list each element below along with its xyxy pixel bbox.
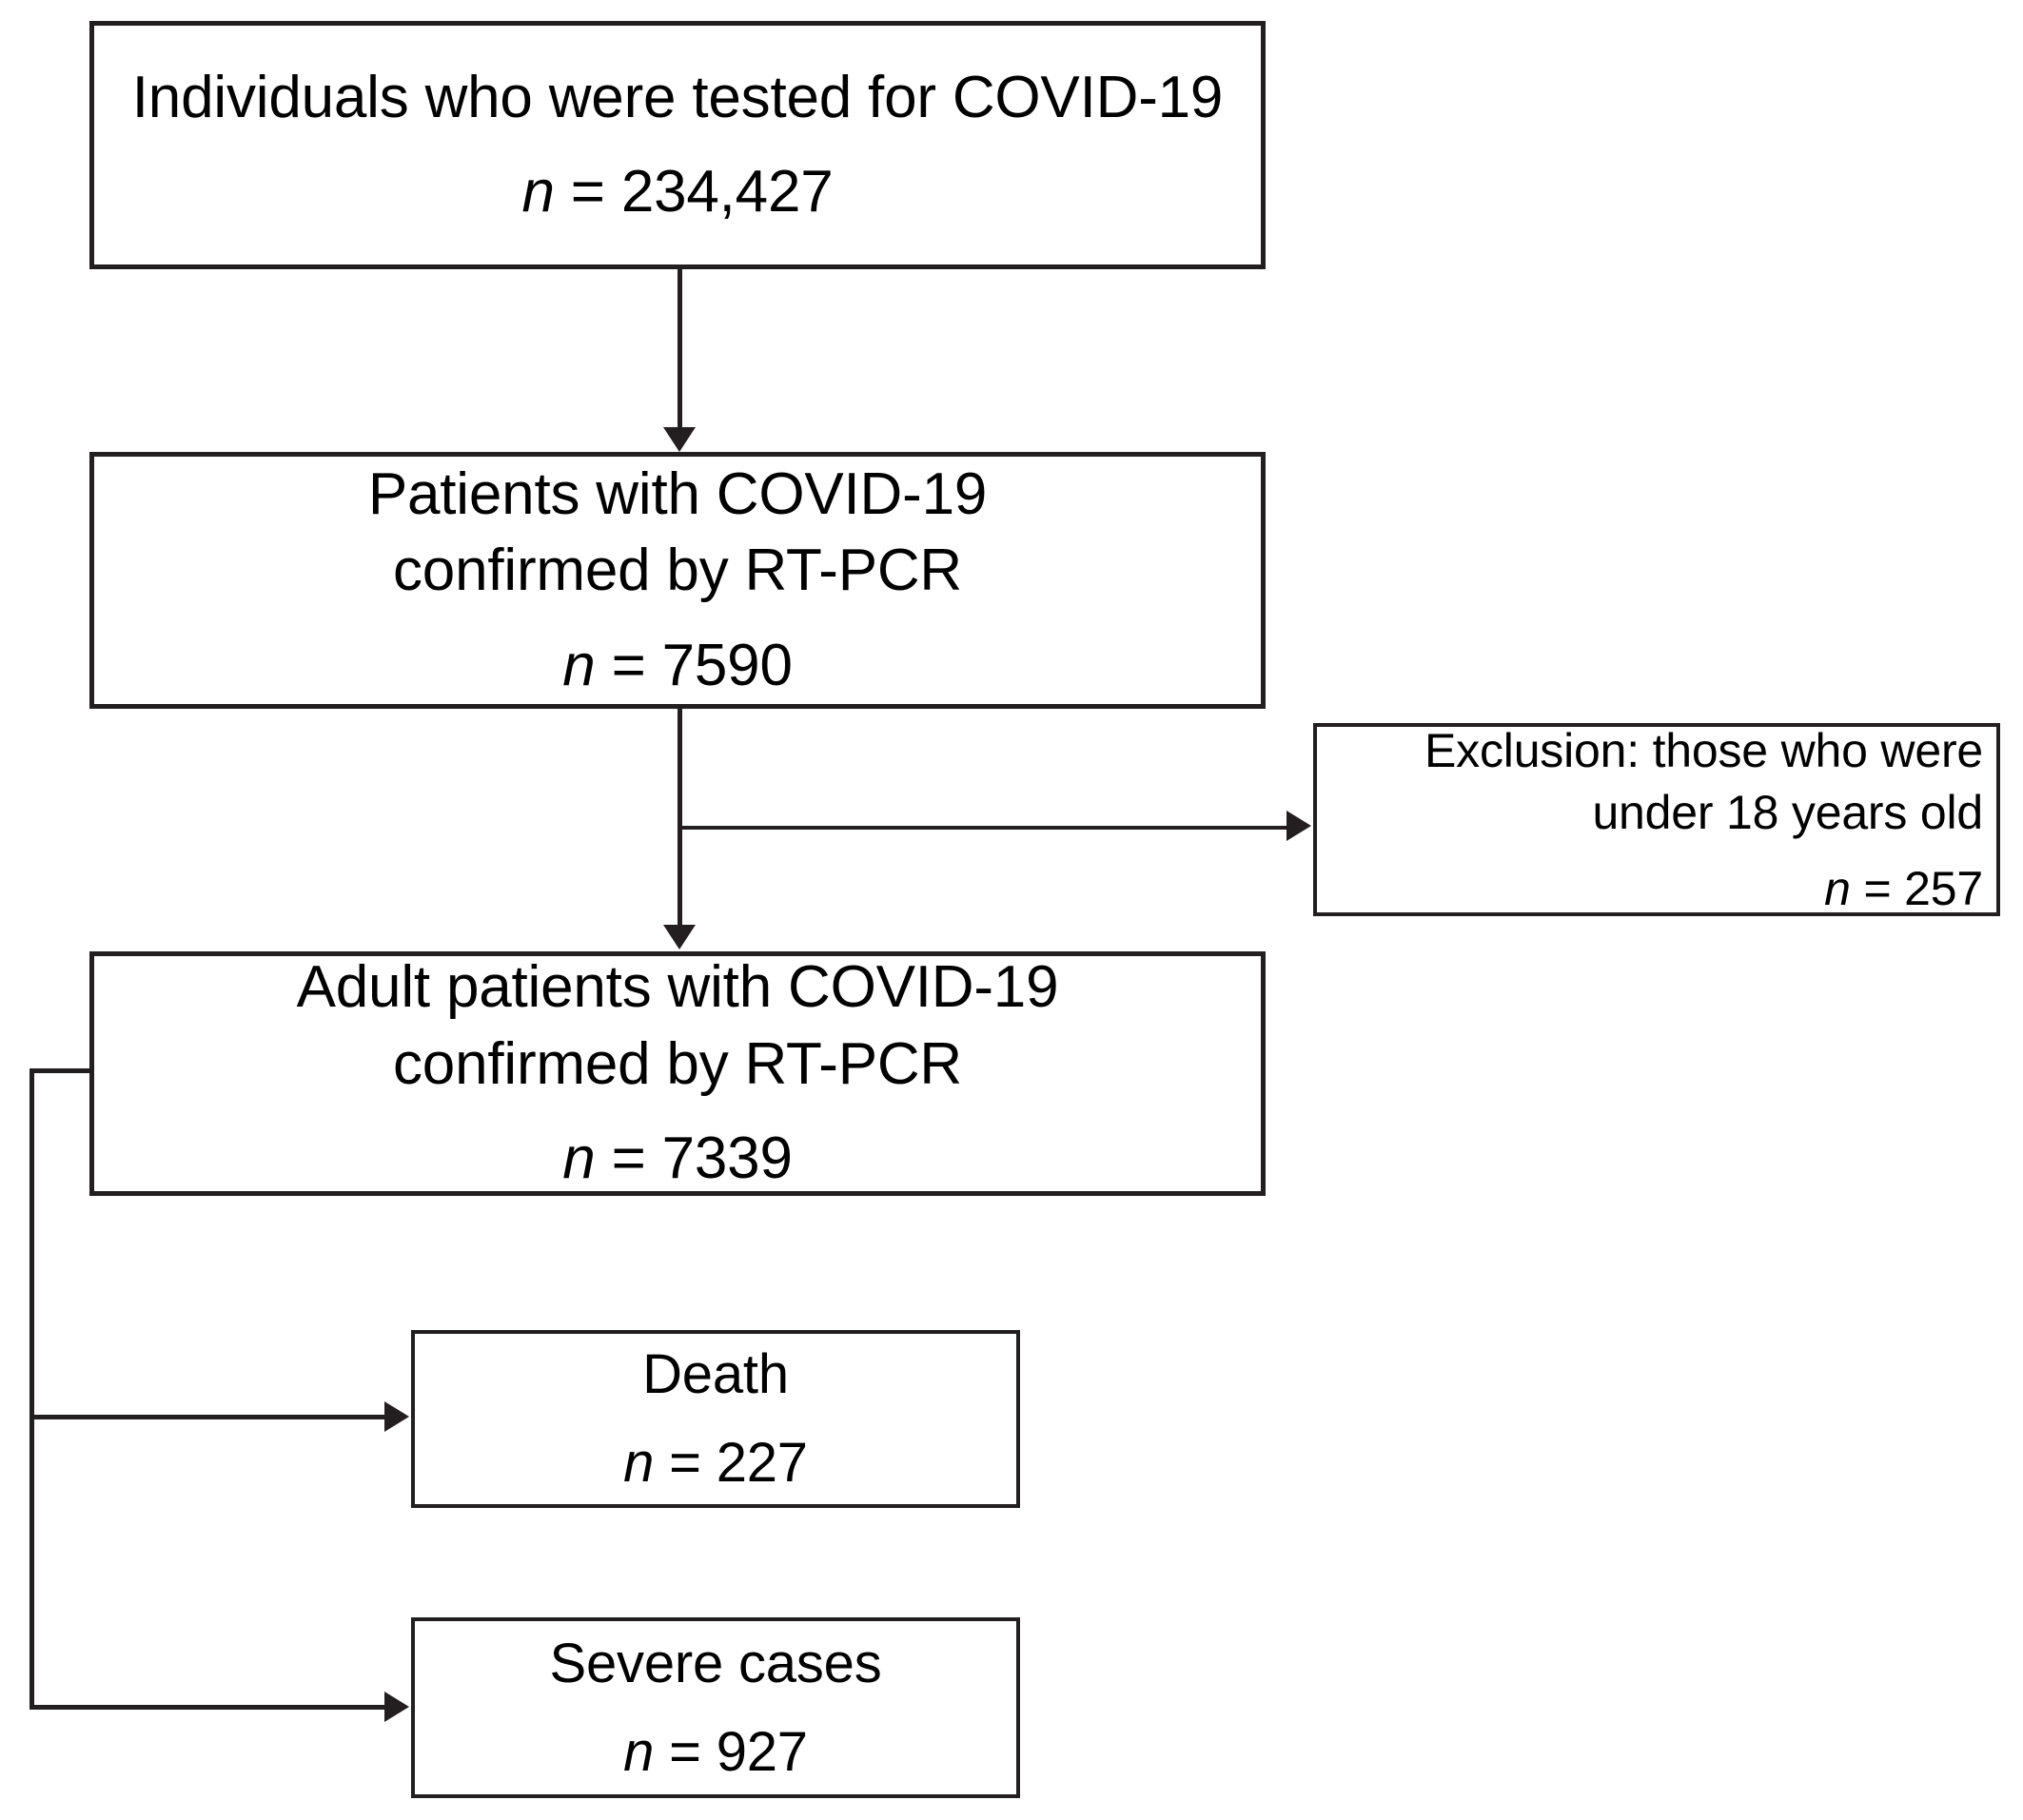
node-exclusion-label-line1: Exclusion: those who were (1424, 723, 1983, 777)
node-confirmed-covid-label-line2: confirmed by RT-PCR (392, 538, 962, 604)
n-value: 234,427 (620, 158, 834, 225)
n-equals: = (554, 158, 621, 225)
n-symbol: n (562, 632, 596, 698)
n-value: 257 (1904, 861, 1983, 915)
node-adult-patients: Adult patients with COVID-19 confirmed b… (89, 951, 1266, 1196)
node-adult-patients-label-line1: Adult patients with COVID-19 (296, 954, 1059, 1021)
node-individuals-tested-count: n = 234,427 (521, 154, 833, 231)
connector-tested-to-confirmed (678, 269, 682, 431)
node-confirmed-covid-count: n = 7590 (562, 628, 793, 705)
connector-confirmed-to-adult (678, 709, 682, 928)
n-symbol: n (521, 158, 555, 225)
node-death-label: Death (642, 1343, 789, 1406)
arrowhead-down-icon (663, 925, 696, 949)
node-severe-cases: Severe cases n = 927 (411, 1617, 1020, 1798)
node-confirmed-covid-label-line1: Patients with COVID-19 (367, 460, 988, 527)
node-individuals-tested-label: Individuals who were tested for COVID-19 (131, 64, 1224, 130)
node-death: Death n = 227 (411, 1330, 1020, 1508)
connector-adult-branch-spine (29, 1068, 34, 1710)
n-value: 927 (716, 1720, 808, 1783)
arrowhead-right-icon (384, 1401, 409, 1432)
n-value: 7339 (661, 1125, 793, 1192)
node-severe-cases-label: Severe cases (549, 1632, 882, 1694)
connector-branch-to-death (29, 1415, 386, 1419)
connector-branch-to-severe (29, 1705, 386, 1710)
node-adult-patients-label-line2: confirmed by RT-PCR (392, 1030, 962, 1097)
arrowhead-right-icon (1286, 811, 1311, 841)
n-symbol: n (562, 1125, 596, 1192)
node-death-count: n = 227 (623, 1427, 808, 1498)
arrowhead-right-icon (384, 1692, 409, 1722)
n-equals: = (595, 632, 662, 698)
node-individuals-tested: Individuals who were tested for COVID-19… (89, 21, 1266, 269)
n-equals: = (1850, 861, 1905, 915)
n-value: 227 (716, 1432, 808, 1495)
connector-confirmed-to-exclusion (679, 826, 1288, 830)
node-severe-cases-count: n = 927 (623, 1716, 808, 1788)
node-exclusion-under-18: Exclusion: those who were under 18 years… (1313, 723, 2000, 916)
node-exclusion-label-line2: under 18 years old (1592, 785, 1983, 839)
n-equals: = (654, 1432, 717, 1495)
n-value: 7590 (661, 632, 793, 698)
connector-adult-branch-stub (29, 1068, 94, 1073)
n-equals: = (654, 1720, 717, 1783)
node-confirmed-covid: Patients with COVID-19 confirmed by RT-P… (89, 452, 1266, 709)
n-symbol: n (623, 1432, 655, 1495)
node-adult-patients-count: n = 7339 (562, 1121, 793, 1198)
arrowhead-down-icon (663, 427, 696, 452)
n-equals: = (595, 1125, 662, 1192)
n-symbol: n (623, 1720, 655, 1783)
n-symbol: n (1824, 861, 1851, 915)
node-exclusion-count: n = 257 (1824, 858, 1996, 920)
